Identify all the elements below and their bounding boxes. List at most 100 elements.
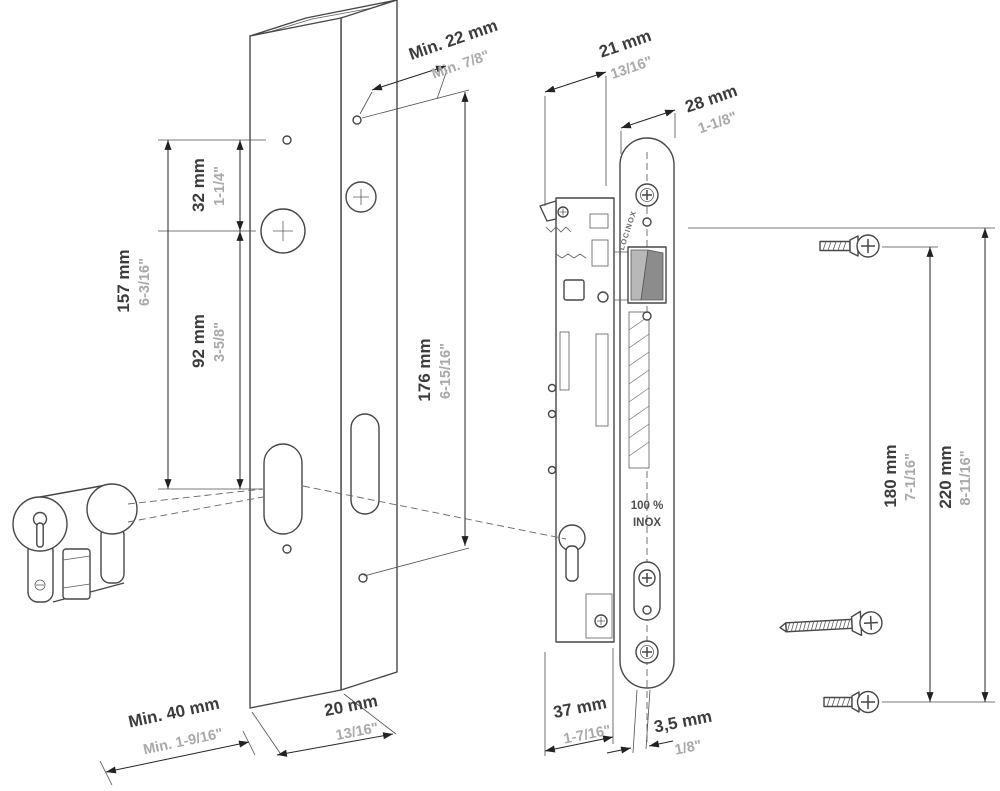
case-to-plate-connectors <box>614 251 628 301</box>
cylinder-body-top-edge <box>39 483 113 498</box>
dim-cylinder-offset-mm: 157 mm <box>114 249 133 312</box>
faceplate: LOCINOX 100 % INOX <box>614 137 675 742</box>
spindle-side-hole <box>597 291 609 303</box>
dim-min-profile-depth-line <box>105 740 250 774</box>
screw-long <box>779 610 883 637</box>
mechanism-guide-1 <box>559 331 570 391</box>
plate-bottom-screw-cross <box>642 647 652 657</box>
dim-faceplate-width-inch: 1-1/8" <box>696 109 739 137</box>
dim-case-width-top-line <box>544 71 607 93</box>
dim-case-width-top-ext <box>544 76 607 206</box>
cylinder-axis-dash-upper <box>127 488 264 505</box>
plate-small-hole-bottom <box>642 605 652 615</box>
cylinder-cam-lines <box>62 555 91 589</box>
cylinder-axis-dash-lower <box>127 496 264 523</box>
dim-case-depth-line <box>544 735 614 753</box>
dim-faceplate-thickness-inch: 1/8" <box>673 738 703 759</box>
screw-long-cone <box>850 610 863 637</box>
spring-zigzag-2 <box>555 253 587 259</box>
cylinder-cam <box>62 548 91 600</box>
dim-faceplate-thickness: 3,5 mm 1/8" <box>606 689 714 759</box>
flat-spring-hatching <box>628 315 650 457</box>
latch-spring-block <box>591 239 609 267</box>
dim-top-hole-offset-inch: 1-1/4" <box>212 166 228 206</box>
screw-top-threads <box>822 241 847 251</box>
mounting-screws <box>779 234 883 714</box>
dim-faceplate-width-line <box>620 109 676 129</box>
lock-case <box>539 197 615 643</box>
screw-bottom-phillips <box>861 695 875 709</box>
dim-side-hole-spacing-inch: 6-15/16" <box>438 343 454 399</box>
spindle-square-hole <box>563 279 585 301</box>
dim-side-hole-spacing-mm: 176 mm <box>415 338 434 401</box>
case-screw-top-cross <box>559 208 567 216</box>
dim-profile-width-ext <box>251 693 397 754</box>
post-front-face <box>249 17 342 709</box>
dim-top-hole-offset-mm: 32 mm <box>189 158 208 212</box>
dim-screw-spacing-mm: 180 mm <box>881 444 900 507</box>
dim-cylinder-offset: 157 mm 6-3/16" <box>114 140 172 489</box>
screw-top-cone <box>849 235 859 257</box>
screw-bottom <box>823 690 880 714</box>
post-front-bottom-hole <box>282 544 292 554</box>
euro-cylinder <box>12 483 138 603</box>
dim-profile-width-line <box>276 732 394 757</box>
latch-lever <box>539 200 557 222</box>
bottom-mechanism-block <box>585 593 613 639</box>
dim-case-width-top-inch: 13/16" <box>609 54 655 83</box>
dim-faceplate-width-ext <box>620 113 676 154</box>
dim-min-insert-width-line <box>371 65 447 91</box>
flat-spring-bar <box>628 311 650 469</box>
projection-lines <box>127 485 567 540</box>
dim-min-profile-depth: Min. 40 mm Min. 1-9/16" <box>99 694 256 786</box>
side-hole-center-marks <box>353 189 369 205</box>
screw-bottom-cone <box>851 691 860 713</box>
dimensions: Min. 22 mm Min. 7/8" 21 mm 13/16" 28 mm … <box>99 16 995 786</box>
dim-faceplate-thickness-mm: 3,5 mm <box>652 707 713 737</box>
screw-top <box>819 234 880 258</box>
case-edge-hole-2 <box>547 409 557 419</box>
case-edge-hole-3 <box>547 465 557 475</box>
post-side-face <box>340 0 398 691</box>
screw-long-phillips <box>863 615 878 630</box>
dim-screw-spacing: 180 mm 7-1/16" <box>881 246 995 703</box>
plate-small-hole-mid <box>642 311 652 321</box>
euro-cutout-slot <box>565 545 579 582</box>
dim-case-depth-inch: 1-7/16" <box>562 723 612 748</box>
dim-case-depth: 37 mm 1-7/16" <box>544 648 614 756</box>
case-edge-hole-1 <box>547 383 557 393</box>
plate-lower-screw-cross <box>642 573 652 583</box>
lock-case-body <box>555 197 615 643</box>
dim-min-profile-depth-inch: Min. 1-9/16" <box>142 726 225 758</box>
keyhole-slot <box>36 522 44 548</box>
cylinder-rear-face <box>86 483 138 535</box>
dim-faceplate-hole-spacing: 220 mm 8-11/16" <box>688 227 995 702</box>
post-profile <box>249 0 398 709</box>
dim-faceplate-thickness-arrow-right <box>648 740 674 748</box>
material-label-line2: INOX <box>633 517 661 529</box>
dim-faceplate-thickness-ext <box>632 689 651 754</box>
dim-faceplate-thickness-arrow-left <box>606 746 632 754</box>
dim-handle-distance-mm: 92 mm <box>189 314 208 368</box>
screw-top-phillips <box>861 239 875 253</box>
mechanism-guide-2 <box>595 333 609 427</box>
screw-bottom-threads <box>826 697 851 707</box>
latch-bolt-face <box>640 249 664 301</box>
case-screw-bottom-cross <box>597 617 605 625</box>
dim-handle-distance: 92 mm 3-5/8" <box>158 231 262 490</box>
plate-small-hole-top <box>642 217 652 227</box>
dim-profile-width-mm: 20 mm <box>323 691 380 720</box>
dim-faceplate-hole-spacing-mm: 220 mm <box>936 445 955 508</box>
latch-guide-block <box>589 213 609 229</box>
dim-side-hole-spacing: 176 mm 6-15/16" <box>361 89 470 577</box>
screw-long-threads <box>786 619 851 632</box>
material-label-line1: 100 % <box>631 500 664 512</box>
post-cylinder-slot <box>263 443 303 535</box>
plate-top-screw-cross <box>642 190 652 200</box>
post-side-top-hole <box>352 115 362 125</box>
dim-min-profile-depth-mm: Min. 40 mm <box>127 694 222 732</box>
post-front-top-hole <box>282 135 292 145</box>
dim-faceplate-hole-spacing-inch: 8-11/16" <box>958 450 974 505</box>
